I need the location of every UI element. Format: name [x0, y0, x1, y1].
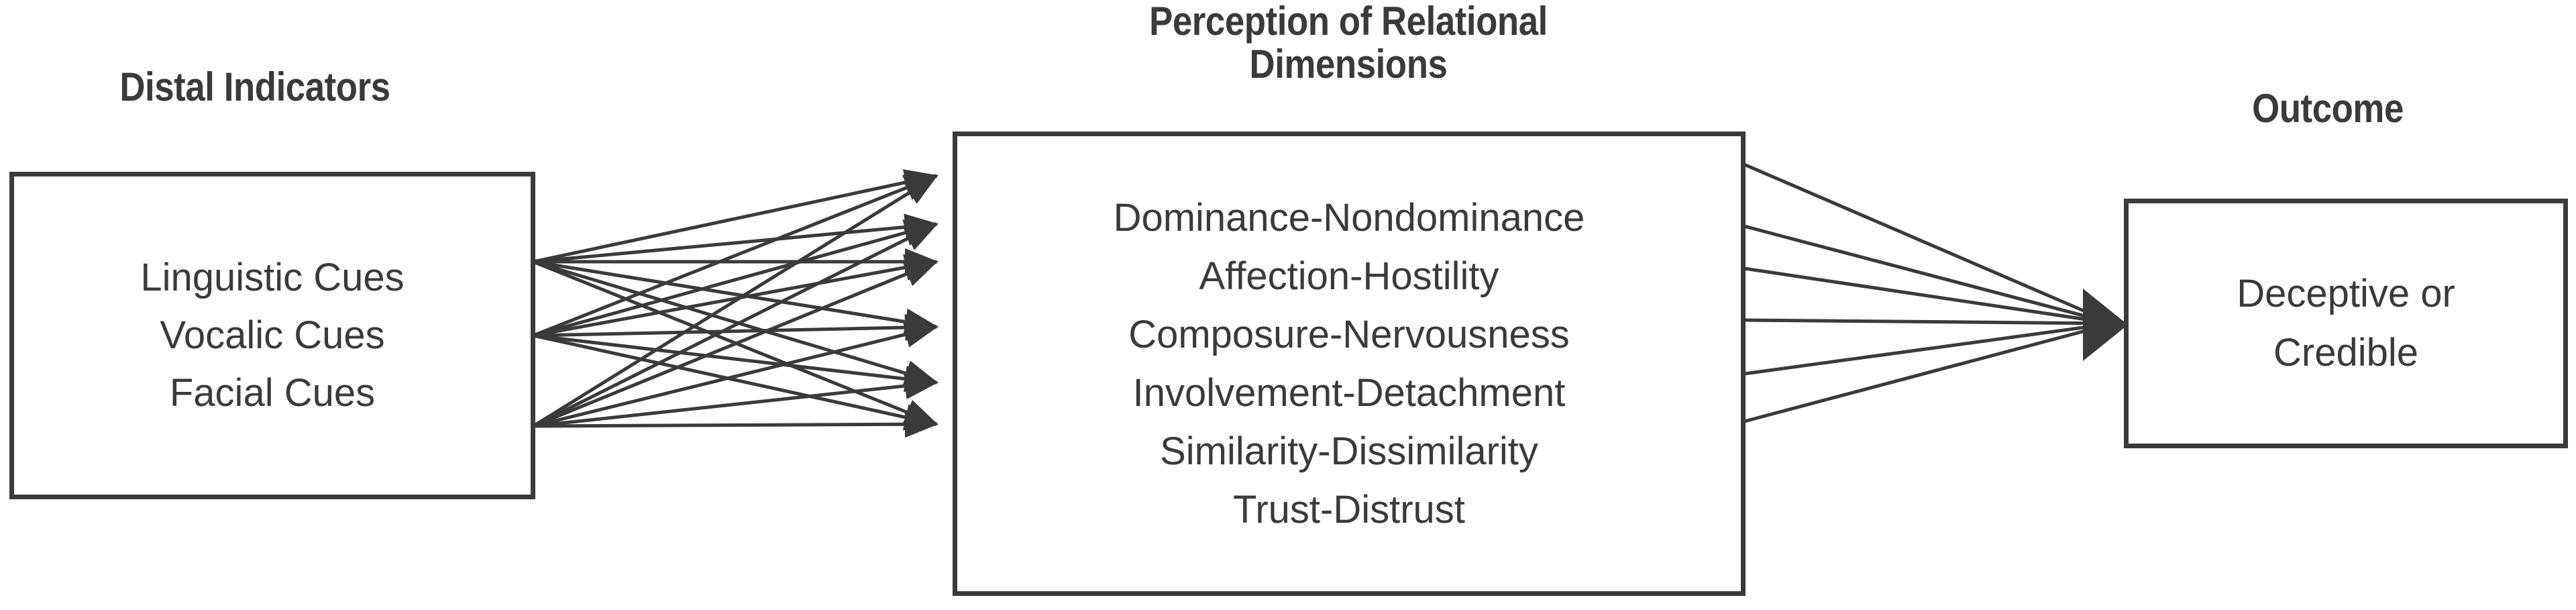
heading-outcome: Outcome	[2252, 86, 2404, 131]
arrow-vocalic-to-involvement	[533, 314, 938, 342]
line-trust-to-outcome	[1743, 321, 2114, 423]
distal-item-vocalic-cues: Vocalic Cues	[160, 313, 385, 357]
arrow-facial-to-involvement	[533, 321, 938, 428]
arrow-vocalic-to-similarity	[533, 334, 938, 393]
box-perception-of-relational-dimensions: Dominance-Nondominance Affection-Hostili…	[953, 132, 1746, 596]
box-distal-indicators: Linguistic Cues Vocalic Cues Facial Cues	[9, 172, 535, 499]
perception-item-trust-distrust: Trust-Distrust	[1233, 488, 1465, 531]
outcome-item-line-2: Credible	[2273, 331, 2418, 374]
arrow-facial-to-composure	[533, 260, 938, 428]
arrow-linguistic-to-dominance	[533, 169, 938, 264]
arrow-facial-to-similarity	[533, 372, 938, 428]
arrow-vocalic-to-dominance	[533, 174, 938, 338]
arrowhead-into-outcome	[2083, 289, 2128, 361]
arrow-vocalic-to-trust	[533, 334, 938, 431]
line-affection-to-outcome	[1743, 224, 2114, 325]
arrow-vocalic-to-affection	[533, 219, 938, 338]
line-similarity-to-outcome	[1743, 321, 2114, 376]
perception-item-dominance-nondominance: Dominance-Nondominance	[1113, 196, 1585, 240]
distal-item-facial-cues: Facial Cues	[169, 371, 376, 415]
heading-distal-indicators: Distal Indicators	[119, 64, 390, 109]
arrow-linguistic-to-involvement	[533, 260, 938, 336]
arrow-linguistic-to-trust	[533, 260, 938, 426]
arrow-facial-to-affection	[532, 222, 938, 428]
arrow-vocalic-to-composure	[533, 254, 938, 338]
distal-item-linguistic-cues: Linguistic Cues	[140, 256, 405, 299]
arrow-linguistic-to-affection	[533, 213, 938, 264]
arrow-facial-to-dominance	[532, 174, 938, 428]
perception-item-involvement-detachment: Involvement-Detachment	[1132, 371, 1566, 415]
arrows-distal-to-perception	[532, 169, 939, 438]
line-composure-to-outcome	[1743, 266, 2114, 325]
perception-item-similarity-dissimilarity: Similarity-Dissimilarity	[1160, 429, 1538, 473]
arrow-linguistic-to-similarity	[533, 260, 938, 387]
heading-perception-of-relational-dimensions: Perception of Relational Dimensions	[1149, 0, 1548, 87]
outcome-item-line-1: Deceptive or	[2237, 272, 2455, 315]
box-outcome-deceptive-or-credible: Deceptive or Credible	[2124, 199, 2568, 448]
arrow-facial-to-trust	[533, 411, 938, 438]
perception-item-composure-nervousness: Composure-Nervousness	[1128, 313, 1570, 356]
line-dominance-to-outcome	[1743, 162, 2114, 325]
line-involvement-to-outcome	[1743, 318, 2114, 325]
perception-item-affection-hostility: Affection-Hostility	[1199, 254, 1499, 298]
arrows-perception-to-outcome	[1743, 162, 2114, 423]
